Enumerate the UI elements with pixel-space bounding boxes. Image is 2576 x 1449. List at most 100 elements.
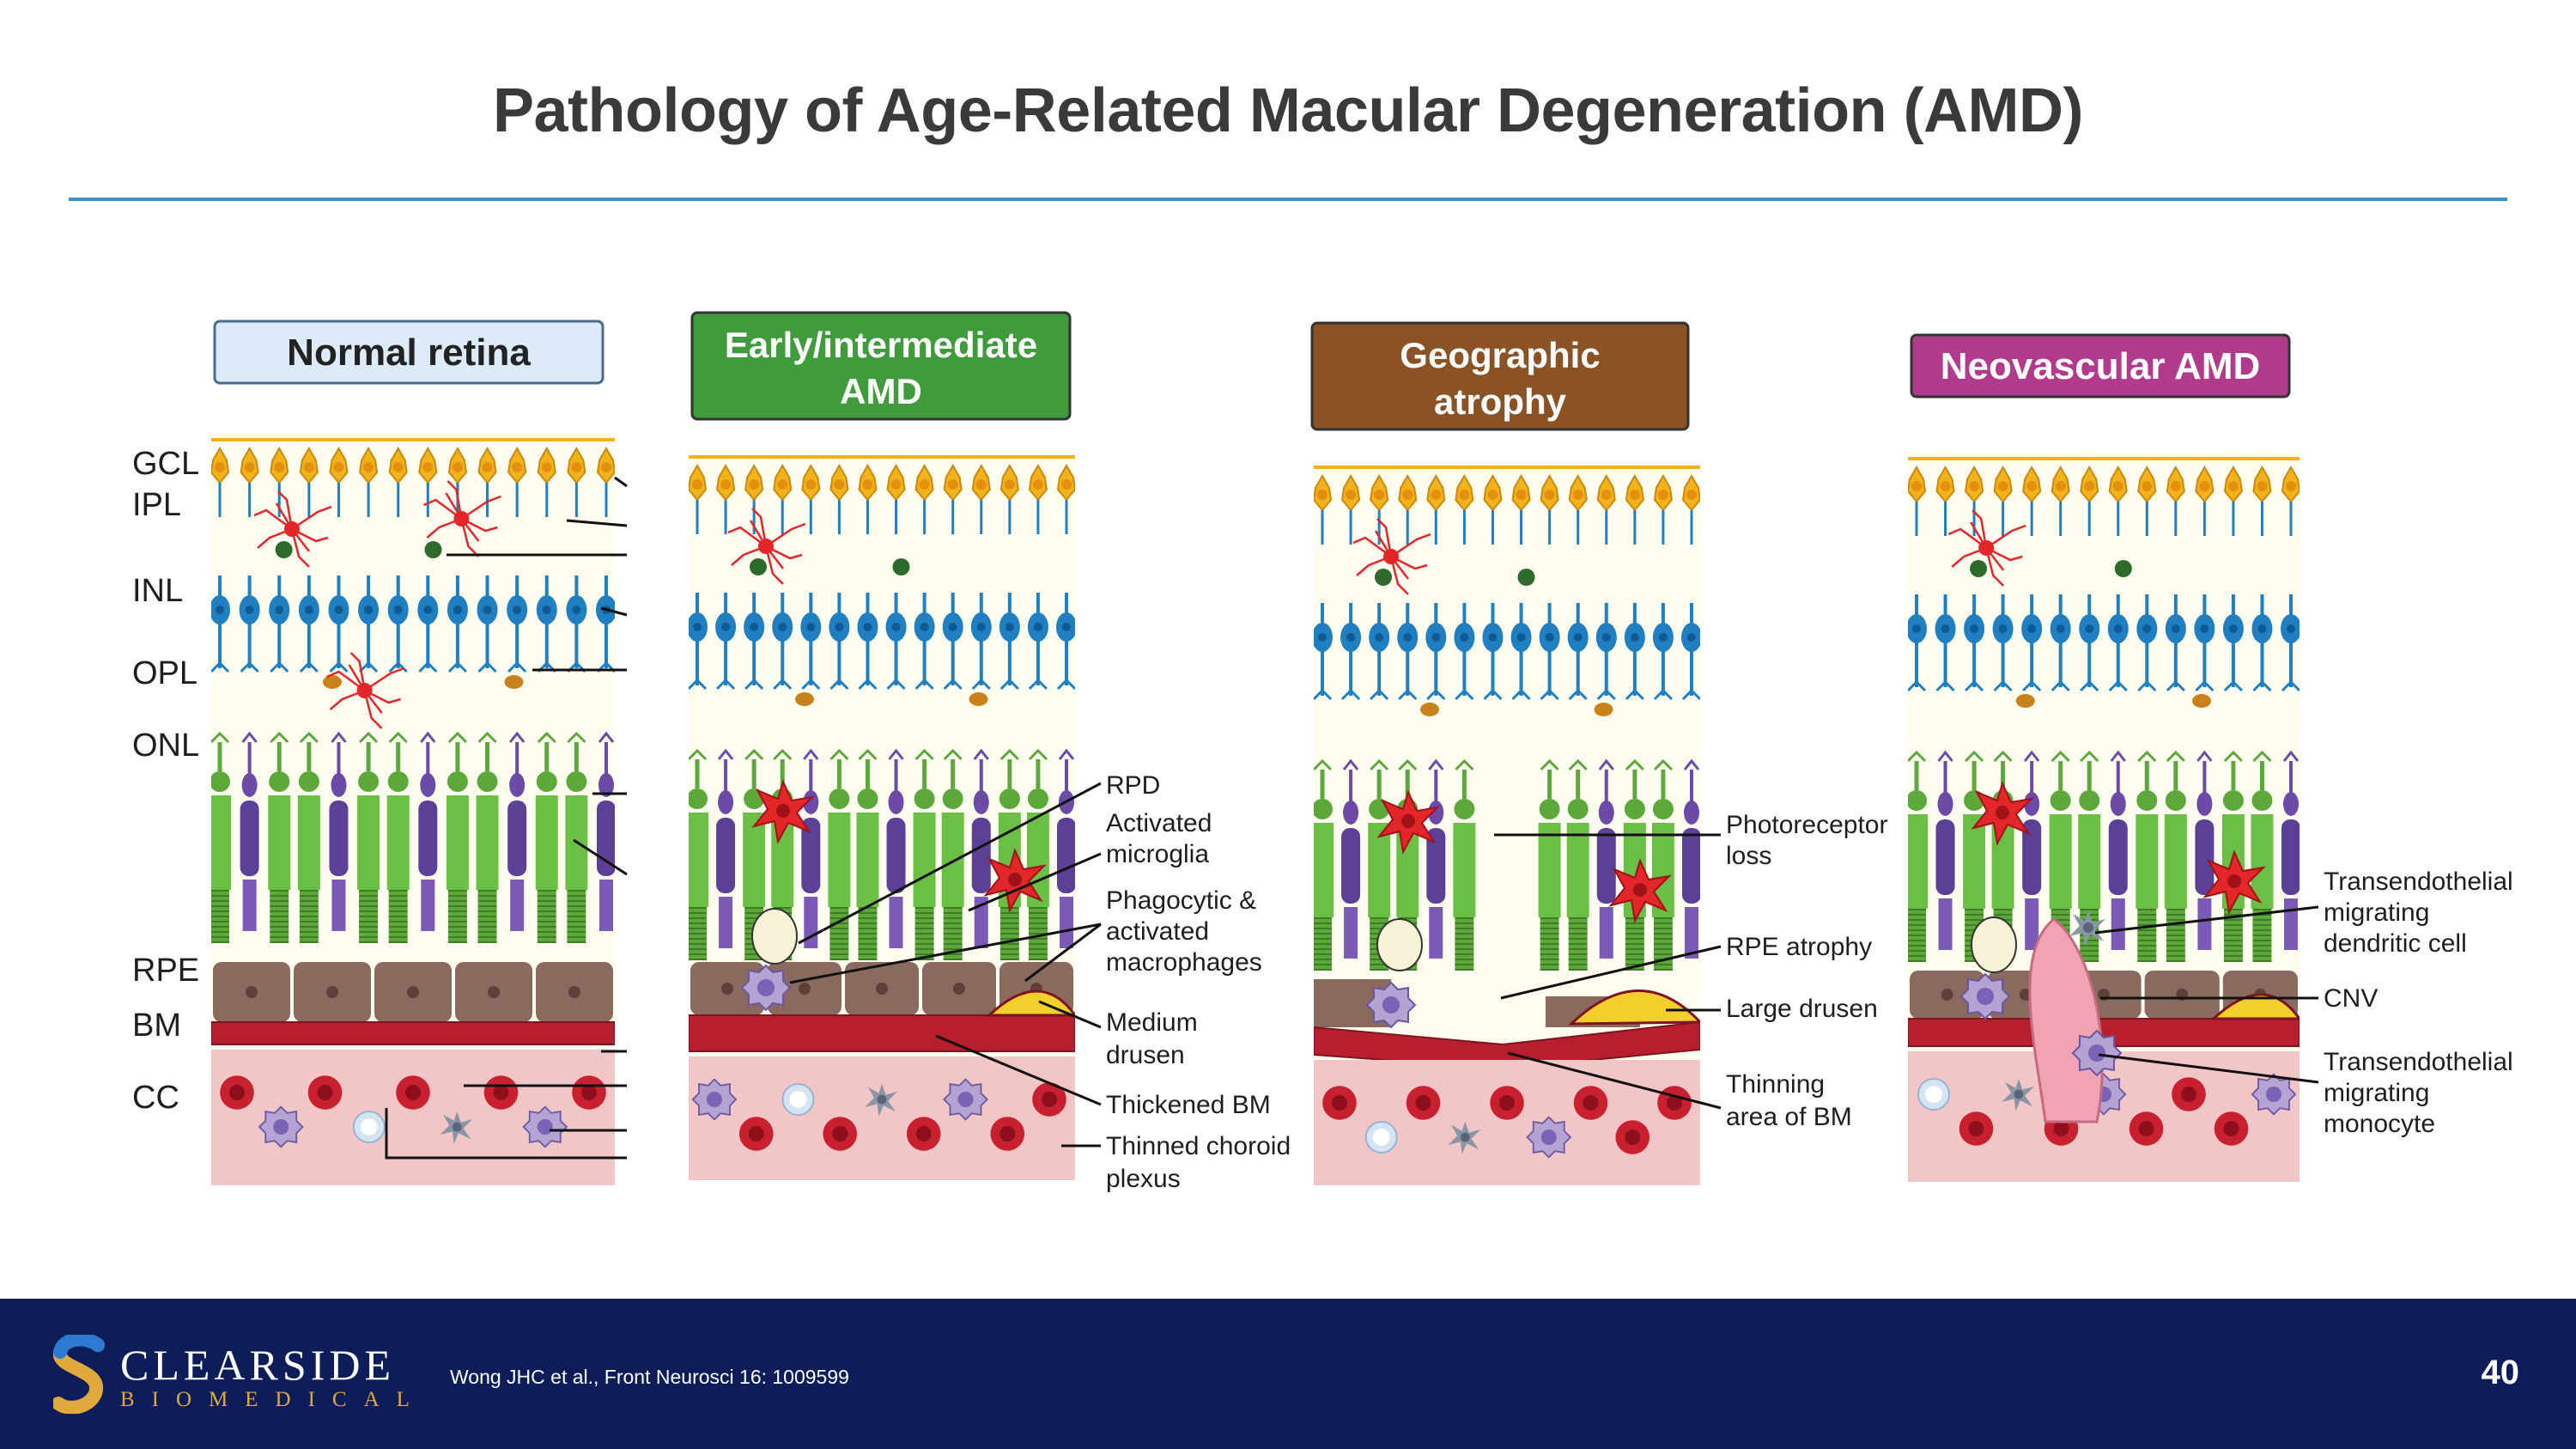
rpe-nucleus	[799, 983, 811, 995]
logo-wordmark: CLEARSIDE	[120, 1341, 395, 1389]
label-rpd: RPD	[1106, 771, 1160, 800]
leader-line	[614, 476, 628, 488]
label-rpe-atrophy: RPE atrophy	[1726, 933, 1872, 961]
layer-label-rpe: RPE	[132, 953, 199, 989]
red-blood-cell	[738, 1117, 774, 1151]
label-monocyte-2: migrating	[2324, 1079, 2429, 1107]
leader-line	[789, 922, 1102, 984]
lymphocyte	[352, 1111, 386, 1143]
leader-line	[566, 519, 628, 527]
label-medium-drusen-1: Medium	[1106, 1008, 1198, 1037]
panel-title-early-line1: Early/intermediate	[725, 325, 1037, 365]
macrophage	[1960, 973, 2010, 1020]
leader-line	[1024, 922, 1102, 983]
slide-title: Pathology of Age-Related Macular Degener…	[492, 76, 2084, 145]
label-medium-drusen-2: drusen	[1106, 1041, 1185, 1069]
monocyte	[522, 1105, 568, 1148]
red-blood-cell	[990, 1117, 1025, 1151]
monocyte	[258, 1105, 304, 1148]
monocyte	[1526, 1116, 1571, 1159]
red-blood-cell	[906, 1117, 941, 1151]
red-blood-cell	[1657, 1086, 1692, 1120]
drusen	[986, 989, 1075, 1017]
label-photoreceptor-loss-1: Photoreceptor	[1726, 811, 1887, 839]
leader-line	[573, 838, 628, 876]
layer-label-ipl: IPL	[132, 487, 181, 523]
layer-label-bm: BM	[132, 1008, 181, 1044]
label-dendritic-3: dendritic cell	[2324, 929, 2467, 958]
label-thinning-bm-1: Thinning	[1726, 1070, 1825, 1099]
horizontal-cell	[323, 675, 342, 689]
layer-label-opl: OPL	[132, 655, 197, 691]
red-blood-cell	[396, 1075, 430, 1110]
horizontal-cell	[795, 692, 814, 706]
retina-panel-nv	[1908, 452, 2300, 1182]
rpe-nucleus	[953, 983, 965, 995]
label-thinning-bm-2: area of BM	[1726, 1103, 1852, 1131]
label-macrophages-2: activated	[1106, 917, 1209, 946]
layer-label-inl: INL	[132, 573, 183, 609]
monocyte	[943, 1078, 988, 1121]
panel-header-normal	[213, 320, 605, 385]
label-photoreceptor-loss-2: loss	[1726, 842, 1771, 870]
amacrine-cell	[750, 558, 767, 575]
migrating-monocyte	[2072, 1030, 2122, 1076]
leader-line	[968, 852, 1102, 912]
reticular-pseudodrusen	[751, 908, 798, 965]
red-blood-cell	[1490, 1086, 1524, 1120]
panel-title-ga-line1: Geographic	[1400, 335, 1600, 375]
label-thinned-choroid-1: Thinned choroid	[1106, 1132, 1291, 1160]
panel-header-early	[690, 311, 1072, 421]
amacrine-cell	[424, 541, 442, 558]
red-blood-cell	[1406, 1086, 1441, 1120]
panel-title-early-line2: AMD	[840, 371, 922, 411]
red-blood-cell	[2172, 1077, 2206, 1111]
rpe-nucleus	[407, 986, 419, 998]
layer-label-cc: CC	[132, 1080, 179, 1116]
red-blood-cell	[1573, 1086, 1608, 1120]
rpe-nucleus	[721, 983, 733, 995]
panel-header-ga	[1310, 321, 1690, 431]
panel-title-normal: Normal retina	[287, 332, 531, 374]
page-number: 40	[2481, 1354, 2520, 1391]
leader-line	[1500, 945, 1722, 1000]
red-blood-cell	[572, 1075, 606, 1110]
red-blood-cell	[2214, 1111, 2249, 1146]
label-macrophages-1: Phagocytic &	[1106, 886, 1256, 915]
rpe-nucleus	[246, 986, 258, 998]
label-activated-microglia-2: microglia	[1106, 840, 1209, 868]
macrophage	[741, 965, 791, 1011]
bruchs-membrane	[689, 1014, 1075, 1052]
horizontal-cell	[2015, 694, 2035, 708]
red-blood-cell	[823, 1117, 858, 1151]
bruchs-membrane	[1314, 1020, 1700, 1070]
label-macrophages-3: macrophages	[1106, 948, 1262, 977]
horizontal-cell	[969, 692, 988, 706]
monocyte	[691, 1078, 738, 1121]
label-monocyte-1: Transendothelial	[2324, 1048, 2513, 1076]
amacrine-cell	[892, 558, 910, 575]
label-large-drusen: Large drusen	[1726, 995, 1878, 1023]
amacrine-cell	[275, 541, 293, 558]
panel-header-nv	[1910, 333, 2291, 399]
label-dendritic-1: Transendothelial	[2324, 868, 2513, 896]
rpe-nucleus	[326, 986, 338, 998]
choriocapillaris	[1314, 1060, 1700, 1185]
red-blood-cell	[1959, 1111, 1994, 1146]
retina-panel-normal	[211, 433, 615, 1185]
horizontal-cell	[1594, 703, 1613, 716]
leader-line	[600, 606, 628, 617]
red-blood-cell	[307, 1075, 343, 1110]
title-rule	[69, 198, 2507, 201]
lymphocyte	[1917, 1078, 1950, 1111]
label-dendritic-2: migrating	[2324, 898, 2429, 927]
label-activated-microglia-1: Activated	[1106, 809, 1212, 837]
red-blood-cell	[220, 1075, 254, 1110]
horizontal-cell	[1420, 703, 1439, 716]
layer-label-onl: ONL	[132, 728, 199, 764]
amacrine-cell	[1517, 569, 1535, 586]
leader-line	[385, 1108, 627, 1160]
leader-line	[935, 1034, 1102, 1106]
label-thickened-bm: Thickened BM	[1106, 1091, 1271, 1119]
